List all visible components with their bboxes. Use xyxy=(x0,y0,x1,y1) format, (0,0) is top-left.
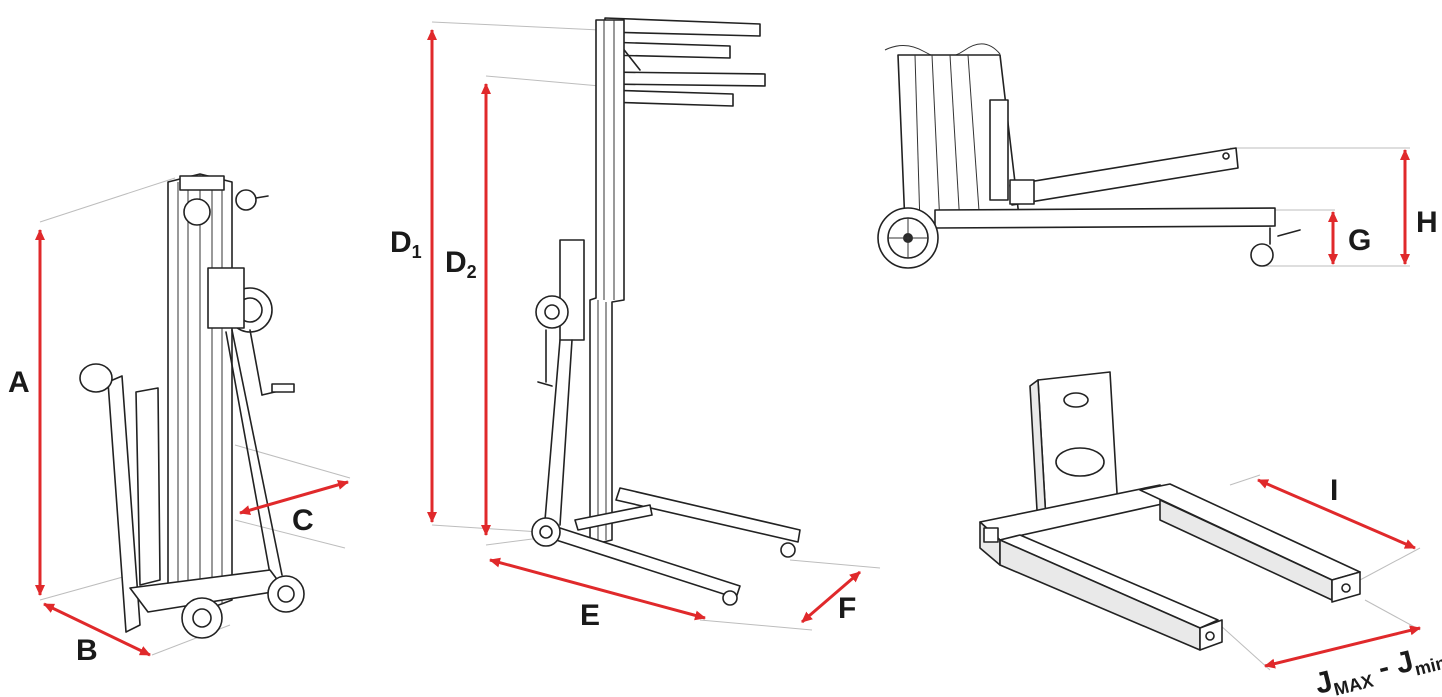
label-c: C xyxy=(292,504,314,537)
dim-arrow-c xyxy=(239,479,349,516)
folded-mast xyxy=(167,173,233,613)
dim-arrow-j xyxy=(1264,625,1421,669)
folded-base xyxy=(129,569,305,639)
base-upright xyxy=(1029,371,1119,529)
label-j: JMAX - Jmin xyxy=(1312,637,1442,697)
dim-arrow-e xyxy=(489,557,706,621)
extended-base xyxy=(531,339,801,606)
dim-arrow-f xyxy=(801,570,861,624)
base-frame xyxy=(979,483,1361,651)
label-e: E xyxy=(580,599,600,632)
label-a: A xyxy=(8,366,30,399)
label-d1: D1 xyxy=(390,226,422,262)
extended-winch xyxy=(535,239,585,387)
view-base: I JMAX - Jmin xyxy=(979,371,1442,697)
label-d2: D2 xyxy=(445,246,477,282)
extended-mast xyxy=(589,19,625,546)
dim-arrow-i xyxy=(1257,478,1416,550)
extended-forks xyxy=(604,17,766,107)
side-mast xyxy=(897,54,1021,226)
label-i: I xyxy=(1330,474,1338,507)
label-b: B xyxy=(76,634,98,667)
side-base xyxy=(877,207,1301,269)
view-extended: D1 D2 E F xyxy=(390,17,881,632)
dim-arrow-b xyxy=(43,602,151,657)
side-arm xyxy=(1009,147,1239,206)
label-h: H xyxy=(1416,206,1438,239)
label-g: G xyxy=(1348,224,1371,257)
view-folded: A B C xyxy=(8,173,351,667)
folded-winch xyxy=(183,189,295,396)
label-f: F xyxy=(838,592,856,625)
view-side: G H xyxy=(877,43,1438,269)
